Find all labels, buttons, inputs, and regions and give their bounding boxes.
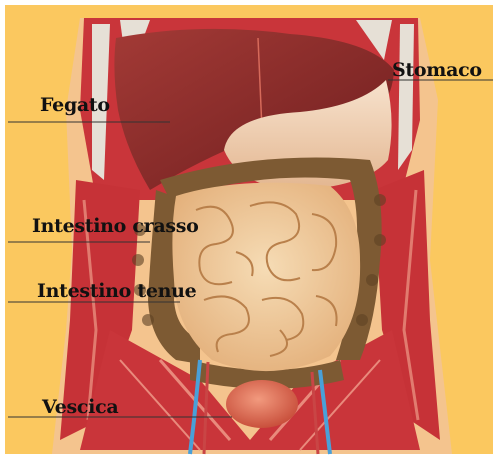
label-intestino-crasso: Intestino crasso [32, 217, 199, 236]
label-fegato: Fegato [40, 96, 110, 115]
small-intestine [172, 183, 360, 371]
label-vescica: Vescica [42, 398, 118, 417]
bladder [226, 380, 298, 428]
label-stomaco: Stomaco [392, 61, 482, 80]
label-intestino-tenue: Intestino tenue [37, 282, 196, 301]
